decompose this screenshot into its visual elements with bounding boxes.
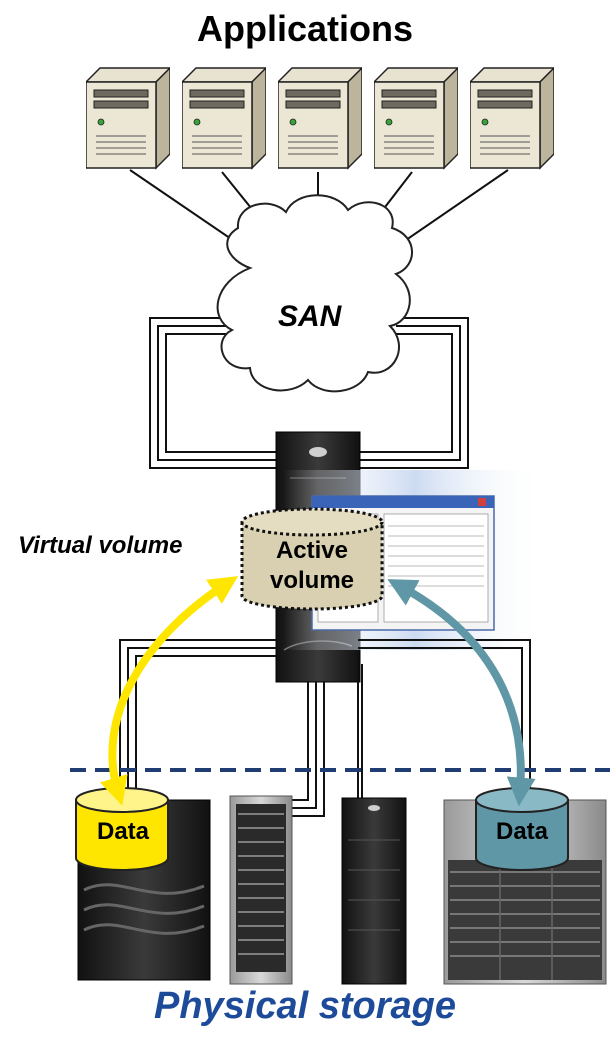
data-label-left: Data <box>96 818 150 845</box>
active-volume-label: Active volume <box>269 537 355 594</box>
server-icon <box>374 67 458 169</box>
server-icon <box>470 67 554 169</box>
storage-array-2 <box>229 795 293 985</box>
storage-array-3 <box>341 797 407 985</box>
yellow-mapping-arrow <box>100 576 239 806</box>
san-label: SAN <box>278 300 342 333</box>
physical-storage-label: Physical storage <box>153 985 457 1027</box>
san-appliance-links <box>149 317 469 469</box>
server-icon <box>182 67 266 169</box>
server-icon <box>278 67 362 169</box>
application-servers <box>86 67 554 169</box>
active-volume-cylinder <box>240 507 384 611</box>
applications-title: Applications <box>196 8 414 49</box>
server-icon <box>86 67 170 169</box>
virtual-volume-label: Virtual volume <box>18 532 183 559</box>
storage-array-4 <box>443 799 607 985</box>
teal-mapping-arrow <box>387 579 536 807</box>
cloud-icon <box>216 194 413 393</box>
data-label-right: Data <box>495 818 549 845</box>
